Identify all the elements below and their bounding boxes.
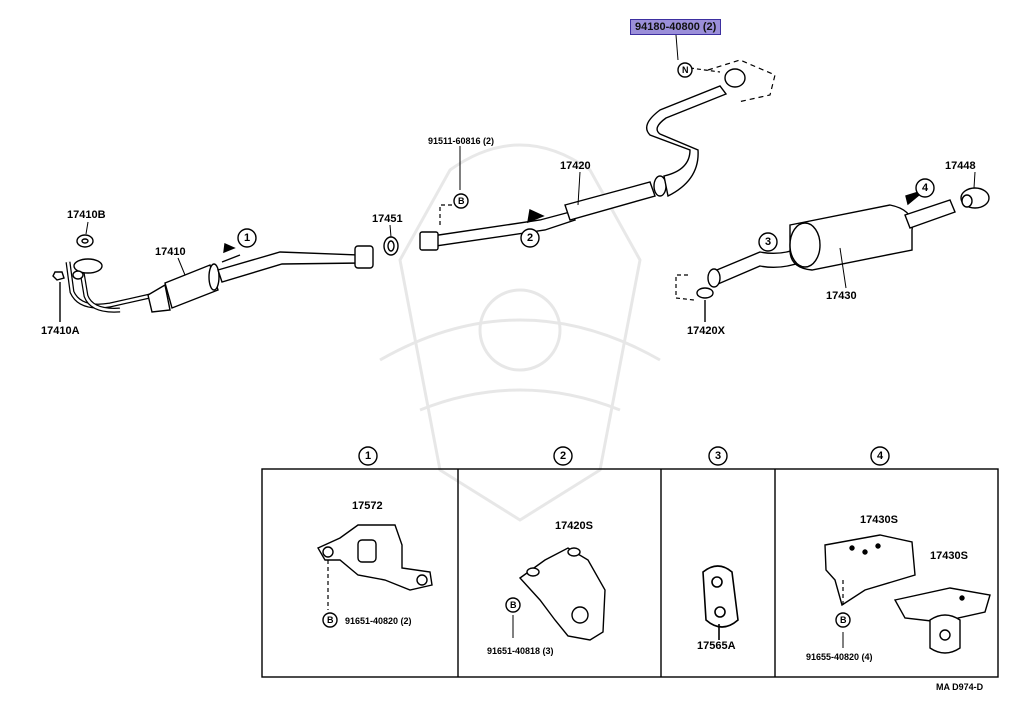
panel-number-2: 2 [560,450,567,462]
highlighted-part-label[interactable]: 94180-40800 (2) [630,19,722,35]
muffler-17430 [707,187,990,288]
circle-number-3: 3 [765,236,772,248]
bracket-17420S [518,547,606,641]
dashed-leader [707,59,776,103]
center-pipe-17420 [419,68,746,251]
part-label-17410A[interactable]: 17410A [41,325,80,337]
gasket-17420X [696,287,714,322]
circle-markers [237,178,935,466]
panel2-fastener-label[interactable]: 91651-40818 (3) [487,646,554,656]
gasket-17451 [383,236,399,256]
panel4-part-label-b[interactable]: 17430S [930,550,968,562]
panel4-fastener-label[interactable]: 91655-40820 (4) [806,652,873,662]
leader-lines [85,34,976,289]
letter-b-panel4: B [840,615,847,625]
bracket-17430S-a [824,534,916,607]
gasket-17410B [76,234,94,248]
part-label-17451[interactable]: 17451 [372,213,403,225]
panel4-part-label-a[interactable]: 17430S [860,514,898,526]
panel1-fastener-label[interactable]: 91651-40820 (2) [345,616,412,626]
part-label-17410[interactable]: 17410 [155,246,186,258]
bracket-17430S-b [893,587,991,654]
part-label-17420[interactable]: 17420 [560,160,591,172]
circle-number-4: 4 [922,182,929,194]
panel-number-4: 4 [877,450,884,462]
letter-b-panel1: B [327,615,334,625]
part-label-17448[interactable]: 17448 [945,160,976,172]
letter-markers [322,62,851,628]
hanger-17565A [702,565,739,640]
panel1-part-label[interactable]: 17572 [352,500,383,512]
letter-b-main: B [458,196,465,206]
watermark-emblem [379,143,661,522]
dashed-leader [675,274,695,301]
front-pipe-17410 [65,242,374,313]
dashed-leader [689,67,721,73]
panel-number-3: 3 [715,450,722,462]
letter-b-panel2: B [510,600,517,610]
dashed-leader [439,204,452,225]
part-label-91511[interactable]: 91511-60816 (2) [428,136,495,146]
diagram-code: MA D974-D [936,682,984,692]
panel2-part-label[interactable]: 17420S [555,520,593,532]
bracket-17572 [317,524,433,591]
panel3-part-label[interactable]: 17565A [697,640,736,652]
part-label-17420X[interactable]: 17420X [687,325,725,337]
part-label-17410B[interactable]: 17410B [67,209,106,221]
letter-n-main: N [682,65,689,75]
panel-number-1: 1 [365,450,372,462]
nut-17410A [52,271,65,322]
circle-number-1: 1 [244,232,251,244]
detail-panels-frame [261,468,999,678]
part-label-17430[interactable]: 17430 [826,290,857,302]
circle-number-2: 2 [527,232,534,244]
